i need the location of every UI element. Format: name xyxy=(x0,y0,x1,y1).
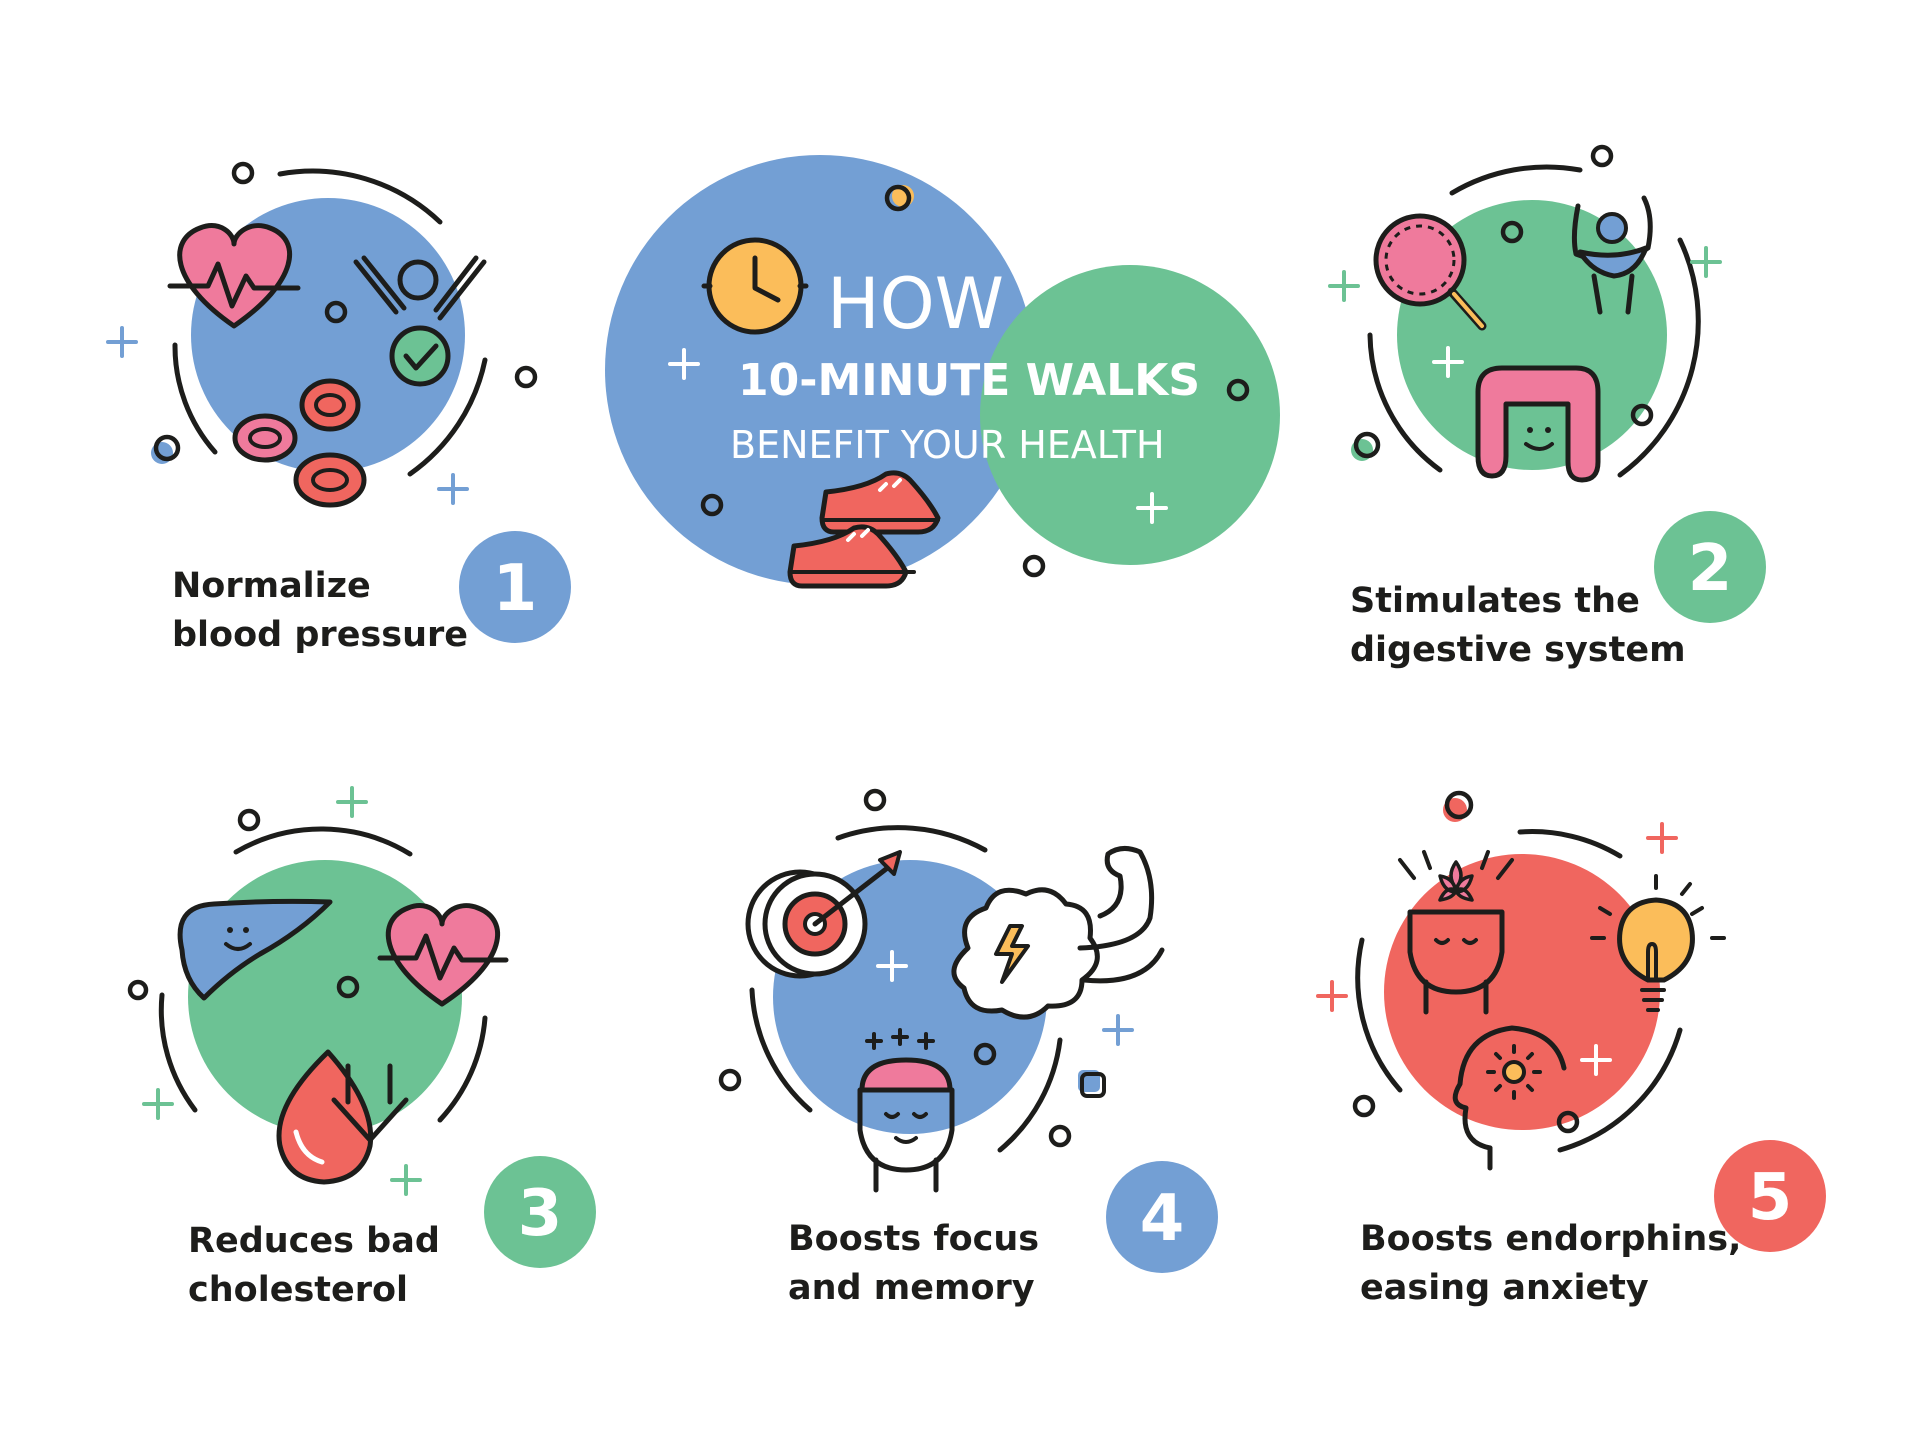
calm-head-icon xyxy=(1398,850,1514,1015)
blood-cells-icon xyxy=(232,378,367,508)
benefit-5-number: 5 xyxy=(1748,1161,1793,1235)
sun-head-icon xyxy=(1452,1025,1567,1171)
benefit-1-badge xyxy=(459,531,571,643)
benefit-5-label-line1: Boosts endorphins, xyxy=(1360,1219,1741,1259)
check-icon xyxy=(389,325,451,387)
benefit-2-number: 2 xyxy=(1688,532,1733,606)
sneakers-icon xyxy=(787,470,941,589)
title-line-main: 10-MINUTE WALKS xyxy=(738,355,1200,406)
benefit-4-label-line2: and memory xyxy=(788,1268,1035,1308)
benefit-1: 1 Normalize blood pressure xyxy=(106,161,571,655)
benefit-1-label-line2: blood pressure xyxy=(172,615,468,655)
benefit-5-label-line2: easing anxiety xyxy=(1360,1268,1649,1308)
down-arrow-icon xyxy=(331,1063,409,1143)
title-green-circle xyxy=(980,265,1280,565)
clock-icon xyxy=(701,237,809,335)
benefit-1-number: 1 xyxy=(493,552,538,626)
heart-rate-icon xyxy=(167,223,301,329)
benefit-4-badge xyxy=(1106,1161,1218,1273)
title-blue-circle xyxy=(605,155,1035,585)
benefit-3-label-line1: Reduces bad xyxy=(188,1221,440,1261)
lightbulb-icon xyxy=(1590,874,1726,1012)
target-icon xyxy=(745,850,902,979)
magnifier-icon xyxy=(1373,213,1487,331)
liver-icon xyxy=(177,898,333,1001)
title-line-sub: BENEFIT YOUR HEALTH xyxy=(730,423,1165,467)
benefit-3-number: 3 xyxy=(518,1177,563,1251)
benefit-4-number: 4 xyxy=(1140,1182,1185,1256)
heart-rate-icon xyxy=(377,903,509,1007)
title-line-how: HOW xyxy=(827,263,1004,345)
benefit-5-badge xyxy=(1714,1140,1826,1252)
benefit-2-label-line2: digestive system xyxy=(1350,630,1686,670)
strong-brain-icon xyxy=(951,846,1165,1020)
stomach-icon xyxy=(1571,195,1653,315)
benefit-4-label-line1: Boosts focus xyxy=(788,1219,1039,1259)
benefit-2-label-line1: Stimulates the xyxy=(1350,581,1640,621)
benefit-5: 5 Boosts endorphins, easing anxiety xyxy=(1316,790,1826,1308)
title-block: HOW 10-MINUTE WALKS BENEFIT YOUR HEALTH xyxy=(605,155,1280,589)
head-brain-icon xyxy=(857,1028,955,1193)
benefit-2: 2 Stimulates the digestive system xyxy=(1328,144,1766,670)
benefit-3-label-line2: cholesterol xyxy=(188,1270,408,1310)
benefit-2-badge xyxy=(1654,511,1766,623)
benefit-3: 3 Reduces bad cholesterol xyxy=(127,786,596,1310)
benefit-3-badge xyxy=(484,1156,596,1268)
cheering-person-icon xyxy=(353,255,487,321)
benefit-4: 4 Boosts focus and memory xyxy=(718,788,1218,1308)
intestine-icon xyxy=(1475,365,1601,483)
benefit-1-label-line1: Normalize xyxy=(172,566,371,606)
